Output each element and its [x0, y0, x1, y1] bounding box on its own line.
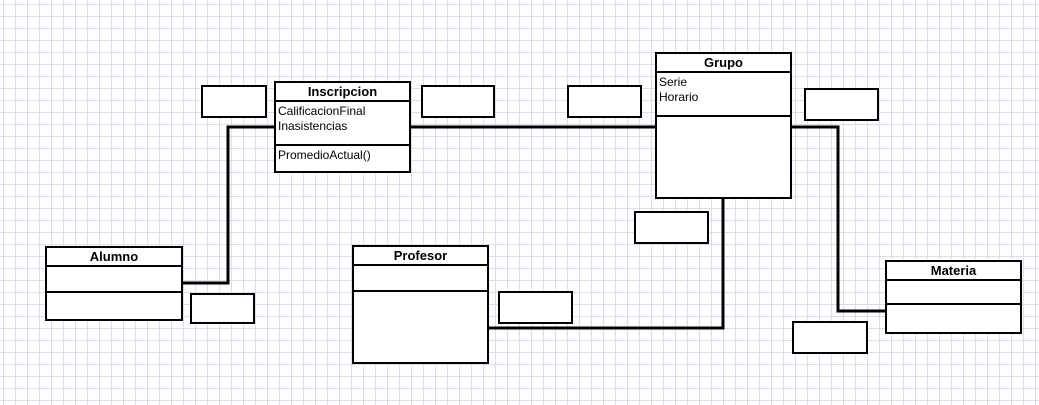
- label-box[interactable]: [634, 211, 709, 244]
- attributes-compartment: Serie Horario: [657, 73, 790, 117]
- label-box[interactable]: [567, 85, 642, 118]
- attribute: Serie: [659, 75, 688, 89]
- connector-grupo-materia[interactable]: [790, 125, 886, 313]
- class-inscripcion[interactable]: Inscripcion CalificacionFinal Inasistenc…: [274, 81, 411, 173]
- connector-profesor-grupo[interactable]: [488, 197, 725, 330]
- label-box[interactable]: [421, 85, 495, 118]
- label-box[interactable]: [804, 88, 879, 121]
- class-profesor[interactable]: Profesor: [352, 245, 489, 364]
- label-box[interactable]: [792, 321, 868, 354]
- methods-compartment: [354, 292, 487, 362]
- label-box[interactable]: [498, 291, 573, 324]
- attribute: Horario: [659, 90, 699, 104]
- attribute: CalificacionFinal: [278, 104, 366, 118]
- methods-compartment: [887, 305, 1020, 332]
- methods-compartment: [47, 293, 181, 319]
- class-name: Alumno: [47, 248, 181, 267]
- label-box[interactable]: [190, 293, 255, 324]
- attributes-compartment: [354, 266, 487, 292]
- methods-compartment: [657, 117, 790, 197]
- attributes-compartment: [887, 281, 1020, 305]
- class-alumno[interactable]: Alumno: [45, 246, 183, 321]
- methods-compartment: PromedioActual(): [276, 146, 409, 171]
- class-name: Profesor: [354, 247, 487, 266]
- class-materia[interactable]: Materia: [885, 260, 1022, 334]
- attributes-compartment: CalificacionFinal Inasistencias: [276, 102, 409, 146]
- connector-alumno-inscripcion[interactable]: [182, 125, 276, 285]
- class-name: Materia: [887, 262, 1020, 281]
- class-name: Inscripcion: [276, 83, 409, 102]
- attribute: Inasistencias: [278, 119, 348, 133]
- attributes-compartment: [47, 267, 181, 293]
- method: PromedioActual(): [278, 148, 371, 162]
- class-name: Grupo: [657, 54, 790, 73]
- label-box[interactable]: [201, 85, 267, 118]
- class-grupo[interactable]: Grupo Serie Horario: [655, 52, 792, 199]
